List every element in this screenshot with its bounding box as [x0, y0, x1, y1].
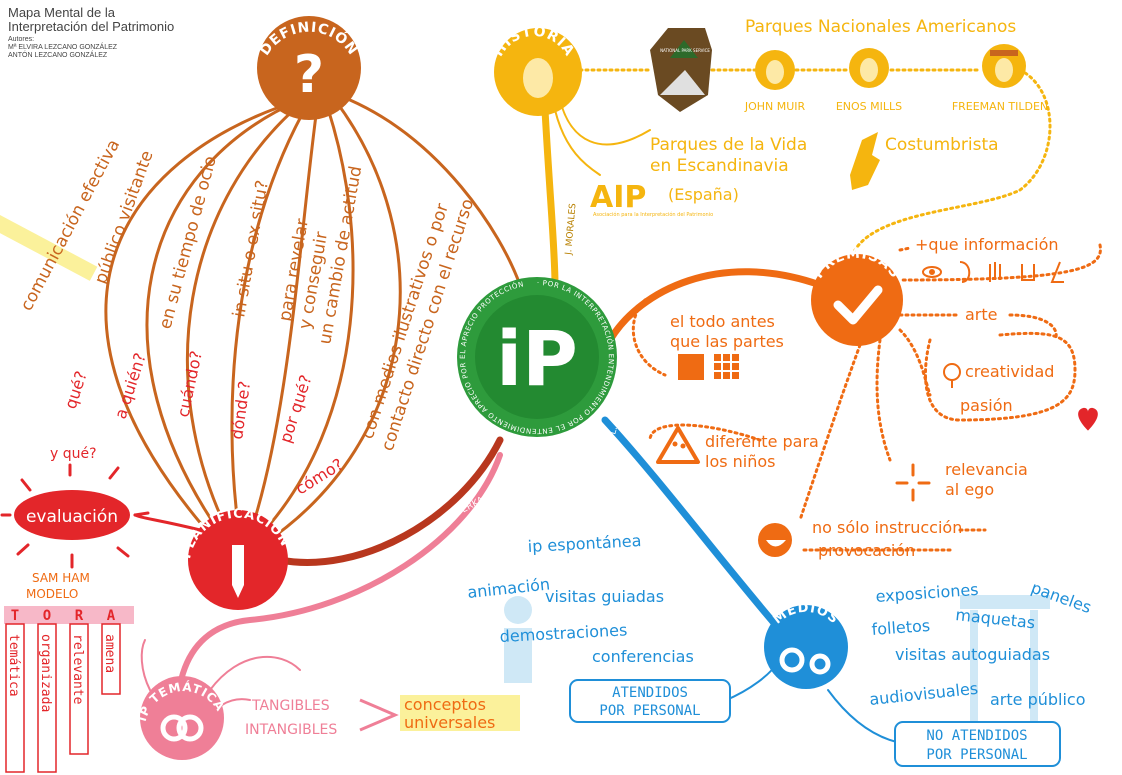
definicion-node: ? DEFINICIÓN	[257, 16, 361, 120]
planificacion-questions: qué? a quién? cuándo? dónde? por qué? có…	[50, 349, 347, 498]
evaluacion-node: evaluación	[0, 463, 150, 569]
q-cuando: cuándo?	[173, 349, 206, 419]
medios-node: MEDIOS	[764, 601, 848, 689]
no-atendidos-box: NO ATENDIDOS POR PERSONAL	[894, 721, 1061, 767]
conceptos-line1: conceptos	[404, 695, 486, 714]
medios-watermark	[504, 595, 1050, 750]
q-a-quien: a quién?	[111, 351, 150, 422]
parques-title: Parques Nacionales Americanos	[745, 17, 1016, 37]
center-label: iP	[496, 314, 578, 403]
escandinavia-line2: en Escandinavia	[650, 156, 789, 176]
intangibles-label: INTANGIBLES	[245, 722, 337, 738]
tangibles-chevron	[359, 698, 399, 732]
author-1: Mª ELVIRA LEZCANO GONZÁLEZ	[8, 44, 118, 51]
sam-ham-line2: MODELO	[26, 587, 78, 601]
mas-que-informacion: +que información	[915, 235, 1059, 254]
sam-ham-model: SAM HAM MODELO T O R A temática organiza…	[4, 571, 134, 773]
sam-ham-line1: SAM HAM	[32, 571, 90, 585]
medios-person: L. STEWART	[608, 381, 632, 435]
nps-badge: NATIONAL PARK SERVICE	[650, 28, 712, 112]
no-atendidos-box-line1: NO ATENDIDOS	[926, 728, 1027, 744]
children-warning-icon	[656, 426, 700, 464]
tora-word-organizada: organizada	[38, 634, 53, 712]
atendidos-box-line2: POR PERSONAL	[599, 703, 700, 719]
todo-antes-line1: el todo antes	[670, 312, 775, 331]
person-freeman-tilden: FREEMAN TILDEN	[952, 100, 1048, 113]
center-node: · POR LA INTERPRETACIÓN ENTENDIMIENTO PO…	[457, 277, 617, 437]
ninos-line2: los niños	[705, 452, 776, 471]
historia-person: J. MORALES	[564, 203, 579, 257]
medio-maquetas: maquetas	[955, 605, 1037, 632]
senses-icons	[922, 261, 1064, 283]
author-2: ANTÓN LEZCANO GONZÁLEZ	[8, 52, 108, 59]
scandinavia-map-icon	[850, 132, 880, 190]
mouth-icon	[758, 523, 792, 557]
medio-audiovisuales: audiovisuales	[868, 679, 979, 709]
relevancia-line2: al ego	[945, 480, 994, 499]
authors-label: Autores:	[8, 36, 35, 43]
tora-letter-r: R	[75, 608, 84, 624]
creatividad-label: creatividad	[965, 362, 1054, 381]
ego-arrows-icon	[895, 463, 931, 502]
person-enos-mills: ENOS MILLS	[836, 100, 902, 113]
evaluacion-label: evaluación	[26, 507, 118, 527]
instruccion-label: no sólo instrucción	[812, 518, 962, 537]
nps-badge-label: NATIONAL PARK SERVICE	[660, 48, 710, 53]
medio-conferencias: conferencias	[592, 647, 694, 666]
premisas-node: PREMISAS	[810, 246, 903, 346]
medio-demostraciones: demostraciones	[499, 620, 628, 646]
tora-letter-t: T	[11, 608, 19, 624]
tora-word-relevante: relevante	[70, 634, 85, 705]
tora-letter-o: O	[43, 608, 51, 624]
planificacion-node: PLANIFICACIÓN	[179, 507, 292, 610]
todo-antes-line2: que las partes	[670, 332, 784, 351]
tangibles-label: TANGIBLES	[251, 698, 330, 714]
conceptos-line2: universales	[404, 713, 495, 732]
tora-letter-a: A	[107, 608, 116, 624]
aip-subtitle: Asociación para la Interpretación del Pa…	[593, 211, 713, 218]
dotted-connectors	[578, 68, 1102, 552]
header: Mapa Mental de la Interpretación del Pat…	[8, 6, 174, 60]
squares-icon	[678, 354, 739, 380]
medio-folletos: folletos	[871, 616, 931, 639]
medio-visitas-autoguiadas: visitas autoguiadas	[895, 645, 1050, 664]
def-branch-ocio: en su tiempo de ocio	[156, 154, 221, 331]
provocacion-label: provocación	[818, 541, 915, 560]
atendidos-box: ATENDIDOS POR PERSONAL	[569, 679, 731, 723]
aip-logo-text: AIP	[590, 180, 646, 215]
medio-animacion: animación	[466, 574, 550, 602]
map-title-line1: Mapa Mental de la	[8, 5, 115, 20]
arte-label: arte	[965, 305, 998, 324]
connectors	[104, 98, 921, 746]
medio-ip-espontanea: ip espontánea	[527, 531, 642, 556]
question-mark-icon: ?	[294, 45, 324, 105]
lightbulb-icon	[943, 363, 961, 388]
medio-visitas-guiadas: visitas guiadas	[545, 587, 664, 606]
relevancia-line1: relevancia	[945, 460, 1028, 479]
person-john-muir: JOHN MUIR	[744, 100, 806, 113]
tora-word-tematica: temática	[6, 634, 21, 697]
costumbrista-label: Costumbrista	[885, 135, 999, 155]
y-que-label: y qué?	[50, 446, 97, 462]
atendidos-box-line1: ATENDIDOS	[612, 685, 688, 701]
q-por-que: por qué?	[276, 373, 316, 446]
no-atendidos-box-line2: POR PERSONAL	[926, 747, 1027, 763]
medio-paneles: paneles	[1029, 578, 1094, 617]
historia-node: HISTORIA	[491, 24, 582, 116]
def-branch-insitu: in situ o ex situ?	[229, 179, 273, 319]
aip-espana: (España)	[668, 185, 739, 204]
q-que: qué?	[61, 369, 91, 412]
map-title-line2: Interpretación del Patrimonio	[8, 19, 175, 34]
pioneer-portraits	[755, 44, 1026, 90]
pasion-label: pasión	[960, 396, 1013, 415]
tora-word-amena: amena	[102, 634, 117, 673]
escandinavia-line1: Parques de la Vida	[650, 135, 807, 155]
heart-icon	[1078, 407, 1098, 431]
medio-arte-publico: arte público	[990, 690, 1086, 709]
ninos-line1: diferente para	[705, 432, 819, 451]
aip-logo: AIP (España) Asociación para la Interpre…	[590, 180, 739, 218]
